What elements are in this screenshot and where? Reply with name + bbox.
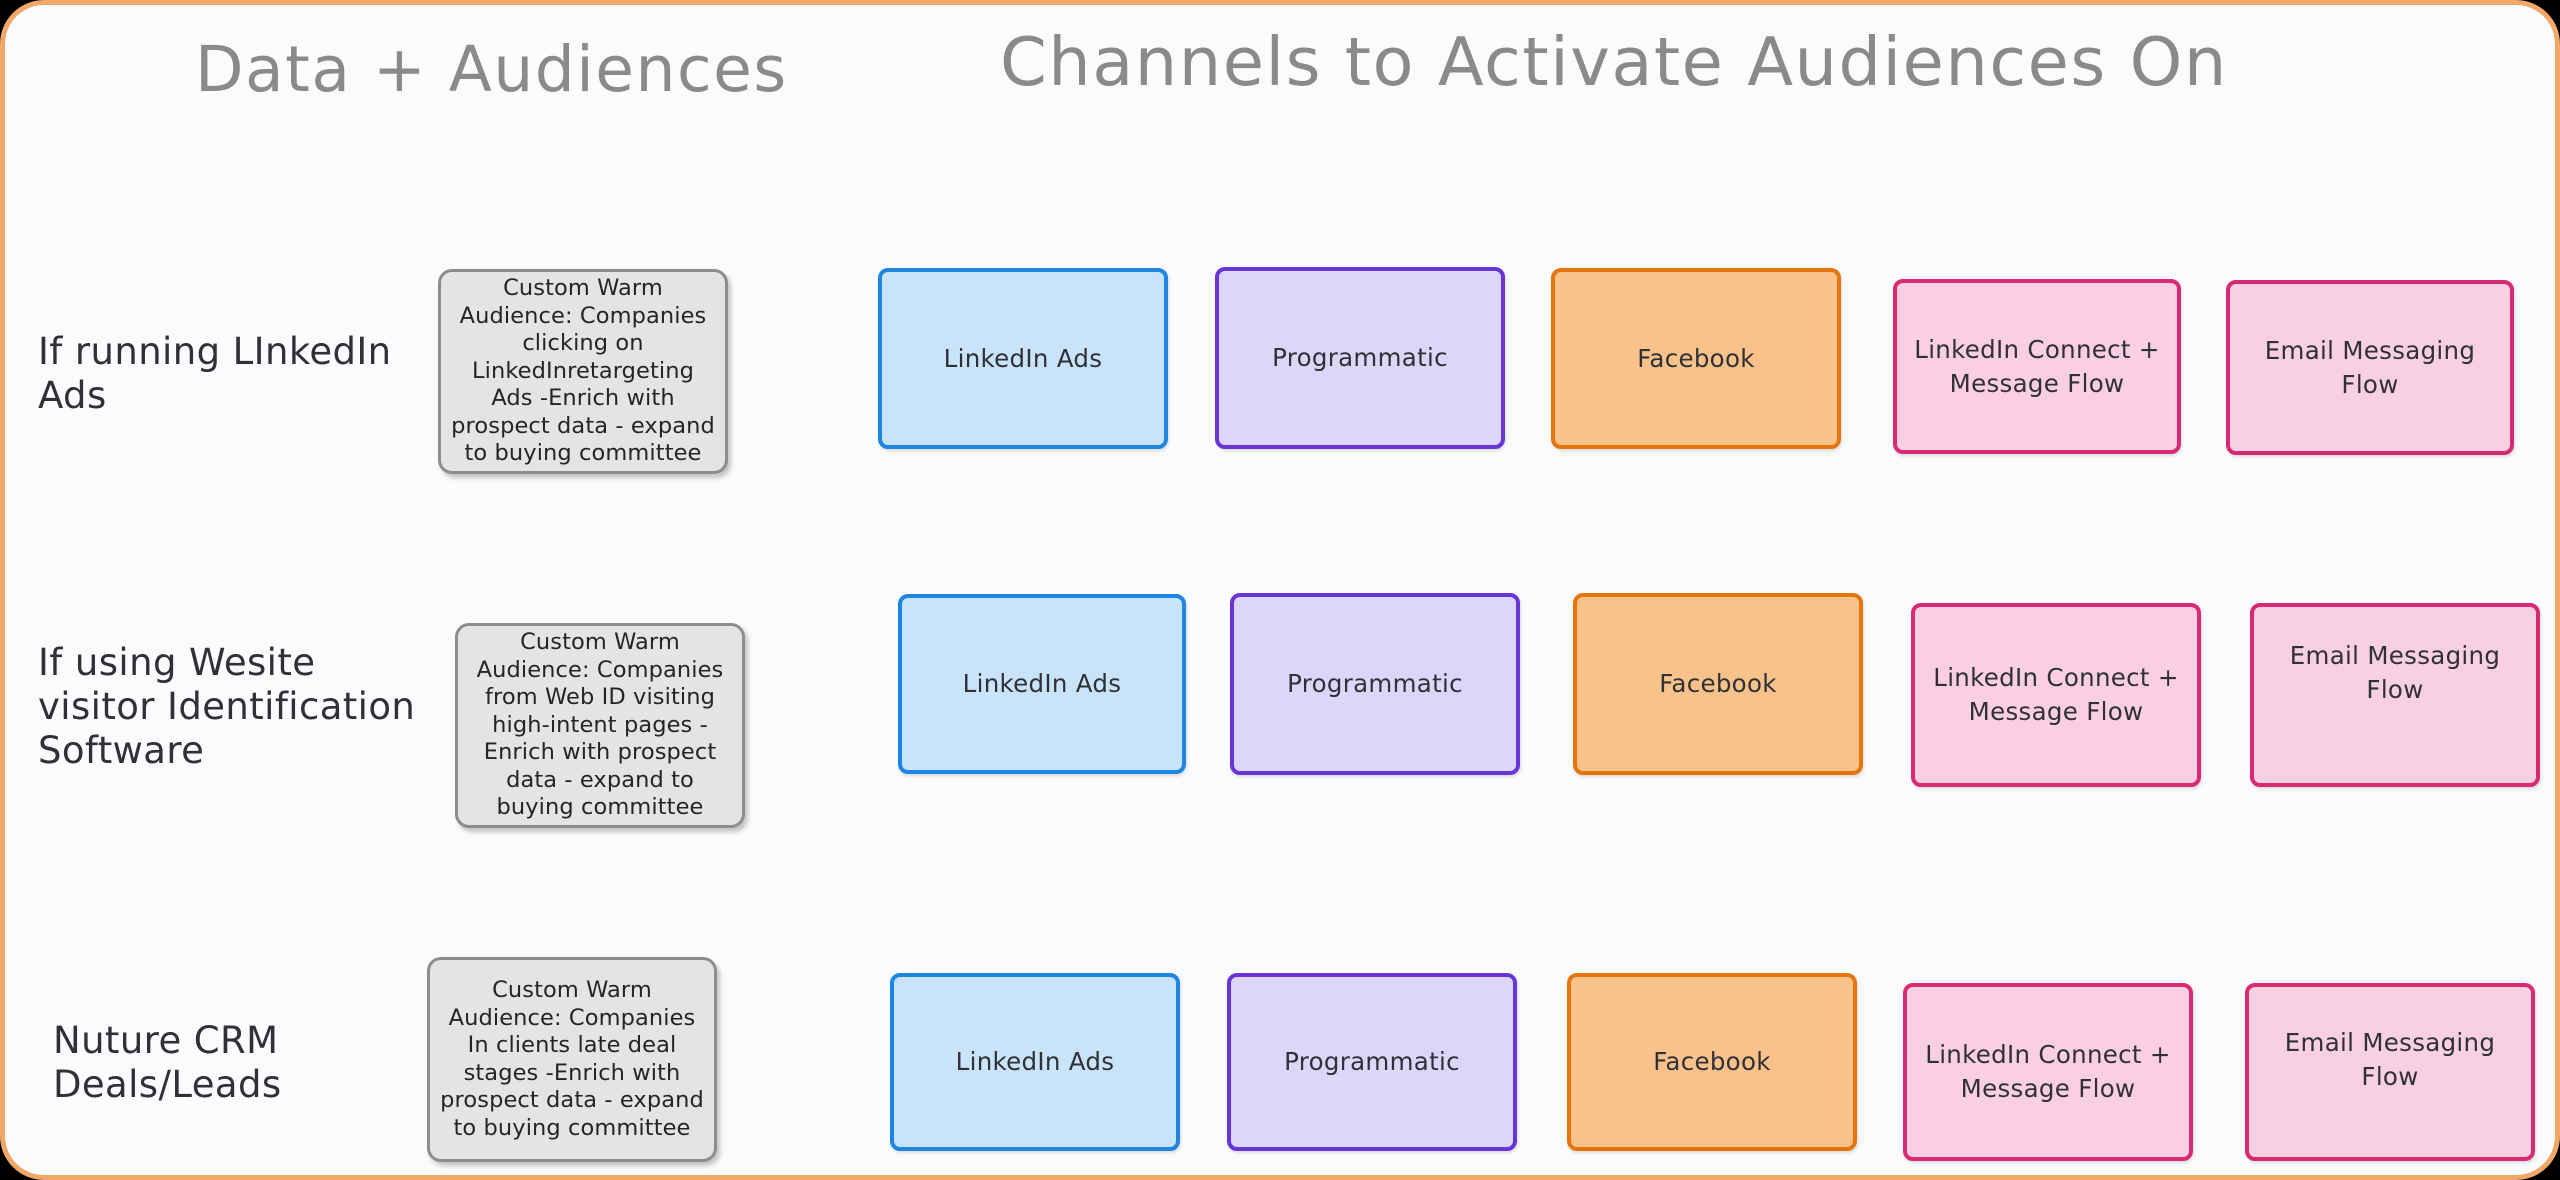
channel-box-linkedin-connect[interactable]: LinkedIn Connect + Message Flow [1903, 983, 2193, 1161]
channel-label: Email Messaging Flow [2284, 1028, 2496, 1091]
channel-box-linkedin-ads[interactable]: LinkedIn Ads [890, 973, 1180, 1151]
channel-label: Programmatic [1284, 1047, 1460, 1076]
page-title-data-audiences: Data + Audiences [195, 33, 788, 106]
channel-label: Email Messaging Flow [2264, 335, 2476, 399]
channel-box-email-messaging[interactable]: Email Messaging Flow [2226, 280, 2514, 455]
channel-label: LinkedIn Connect + Message Flow [1933, 663, 2179, 726]
channel-label: LinkedIn Ads [955, 1047, 1115, 1076]
channel-label: LinkedIn Connect + Message Flow [1914, 334, 2160, 398]
channel-label: Facebook [1637, 343, 1755, 373]
channel-box-email-messaging[interactable]: Email Messaging Flow [2245, 983, 2535, 1161]
channel-box-linkedin-connect[interactable]: LinkedIn Connect + Message Flow [1893, 279, 2181, 454]
channel-label: Programmatic [1272, 343, 1448, 372]
audience-card: Custom Warm Audience: Companies clicking… [438, 269, 728, 474]
channel-label: LinkedIn Ads [943, 343, 1103, 373]
channel-box-programmatic[interactable]: Programmatic [1227, 973, 1517, 1151]
audience-card: Custom Warm Audience: Companies from Web… [455, 623, 745, 828]
row-label-website-visitor-id: If using Wesite visitor Identification S… [38, 641, 416, 772]
channel-box-facebook[interactable]: Facebook [1551, 268, 1841, 449]
channel-label: Programmatic [1287, 669, 1463, 698]
channel-box-programmatic[interactable]: Programmatic [1230, 593, 1520, 775]
channel-label: Facebook [1659, 669, 1777, 698]
channel-label: LinkedIn Connect + Message Flow [1925, 1040, 2171, 1103]
channel-label: LinkedIn Ads [962, 669, 1122, 698]
row-label-nurture-crm: Nuture CRM Deals/Leads [53, 1019, 282, 1106]
channel-box-linkedin-connect[interactable]: LinkedIn Connect + Message Flow [1911, 603, 2201, 787]
channel-box-linkedin-ads[interactable]: LinkedIn Ads [878, 268, 1168, 449]
channel-box-email-messaging[interactable]: Email Messaging Flow [2250, 603, 2540, 787]
channel-label: Email Messaging Flow [2289, 641, 2501, 704]
channel-label: Facebook [1653, 1047, 1771, 1076]
channel-box-facebook[interactable]: Facebook [1573, 593, 1863, 775]
channel-box-programmatic[interactable]: Programmatic [1215, 267, 1505, 449]
audience-card: Custom Warm Audience: Companies In clien… [427, 957, 717, 1162]
row-label-linkedin-ads: If running LInkedIn Ads [38, 330, 392, 417]
page-title-channels: Channels to Activate Audiences On [1000, 23, 2228, 101]
channel-box-linkedin-ads[interactable]: LinkedIn Ads [898, 594, 1186, 774]
channel-box-facebook[interactable]: Facebook [1567, 973, 1857, 1151]
